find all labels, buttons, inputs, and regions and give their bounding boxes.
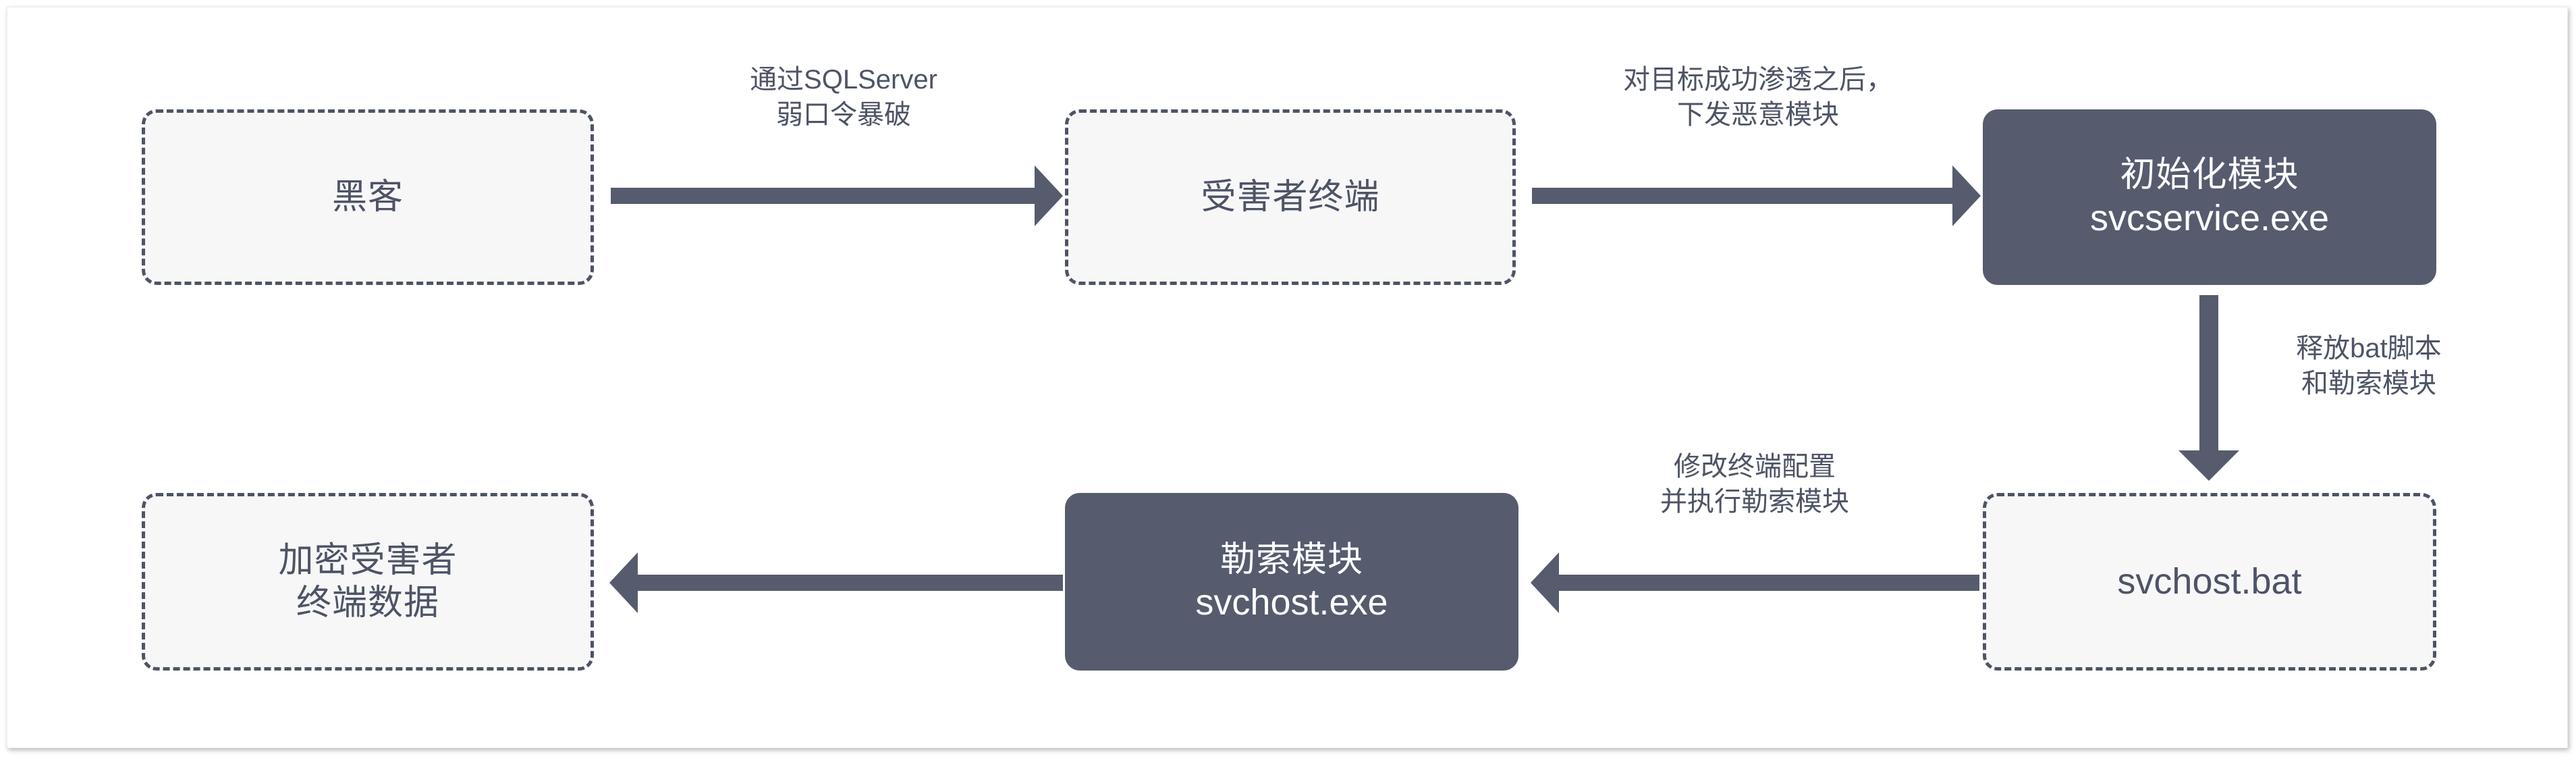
node-encrypted-data-line1: 加密受害者 — [278, 541, 458, 581]
node-svchost-bat[interactable]: svchost.bat — [1983, 493, 2436, 671]
node-hacker-line1: 黑客 — [331, 177, 404, 217]
node-encrypted-data[interactable]: 加密受害者 终端数据 — [142, 493, 594, 671]
edge-label-hacker-to-victim-line2: 弱口令暴破 — [776, 100, 911, 130]
edge-label-bat-to-ransom: 修改终端配置 并执行勒索模块 — [1545, 449, 1964, 519]
node-init-module-line1: 初始化模块 — [2120, 155, 2299, 195]
edge-label-victim-to-init: 对目标成功渗透之后， 下发恶意模块 — [1535, 62, 1981, 132]
edge-label-bat-to-ransom-line1: 修改终端配置 — [1674, 452, 1836, 481]
arrow-victim-to-init — [1532, 165, 1981, 226]
edge-label-hacker-to-victim: 通过SQLServer 弱口令暴破 — [628, 62, 1060, 132]
node-ransom-module-line1: 勒索模块 — [1220, 540, 1363, 579]
node-victim-endpoint-line1: 受害者终端 — [1201, 177, 1380, 217]
node-hacker[interactable]: 黑客 — [142, 109, 594, 285]
node-ransom-module[interactable]: 勒索模块 svchost.exe — [1065, 493, 1518, 671]
edge-label-bat-to-ransom-line2: 并执行勒索模块 — [1660, 487, 1849, 517]
edge-label-victim-to-init-line2: 下发恶意模块 — [1677, 100, 1839, 130]
arrow-ransom-to-encrypt — [609, 552, 1063, 613]
edge-label-hacker-to-victim-line1: 通过SQLServer — [750, 65, 937, 95]
edge-label-init-to-bat-line2: 和勒索模块 — [2301, 369, 2436, 398]
node-init-module[interactable]: 初始化模块 svcservice.exe — [1983, 109, 2436, 285]
arrow-bat-to-ransom — [1531, 552, 1979, 613]
edge-label-init-to-bat-line1: 释放bat脚本 — [2296, 334, 2442, 363]
arrow-init-to-bat — [2178, 295, 2239, 481]
node-victim-endpoint[interactable]: 受害者终端 — [1065, 109, 1516, 285]
node-init-module-line2: svcservice.exe — [2089, 197, 2330, 238]
node-svchost-bat-line1: svchost.bat — [2117, 561, 2302, 602]
edge-label-victim-to-init-line1: 对目标成功渗透之后， — [1623, 65, 1893, 95]
node-ransom-module-line2: svchost.exe — [1195, 582, 1388, 623]
edge-label-init-to-bat: 释放bat脚本 和勒索模块 — [2247, 331, 2490, 401]
node-encrypted-data-line2: 终端数据 — [296, 583, 439, 623]
arrow-hacker-to-victim — [611, 165, 1063, 226]
